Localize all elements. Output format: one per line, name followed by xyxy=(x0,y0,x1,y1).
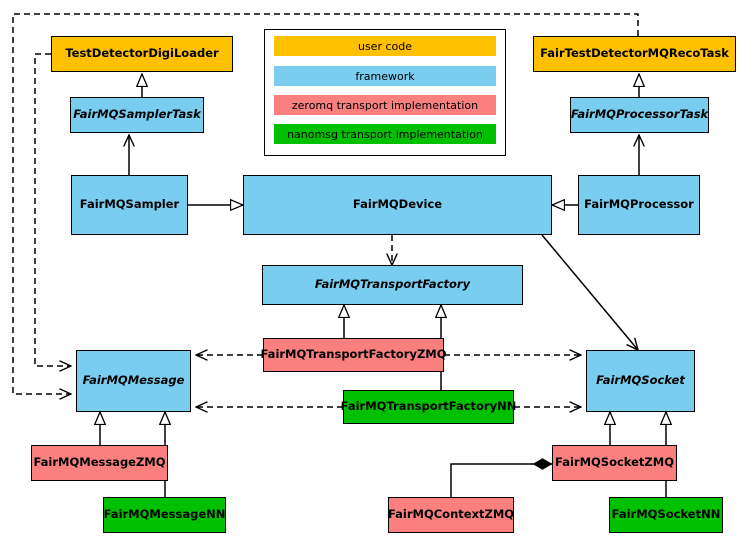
edge-device-socket xyxy=(541,234,638,350)
legend-item-framework: framework xyxy=(274,66,496,86)
class-node-fairmqcontextzmq[interactable]: FairMQContextZMQ xyxy=(388,497,514,533)
class-node-fairmqtransportfactory[interactable]: FairMQTransportFactory xyxy=(262,265,523,305)
class-node-fairmqmessage[interactable]: FairMQMessage xyxy=(76,350,191,412)
legend-label-user-code: user code xyxy=(357,39,413,53)
class-label: FairMQSampler xyxy=(79,197,180,212)
class-label: FairMQTransportFactoryNN xyxy=(340,399,517,414)
class-label: FairMQDevice xyxy=(352,197,443,212)
class-label: FairMQMessageZMQ xyxy=(33,455,166,470)
edge-digiloader-message xyxy=(34,53,71,366)
class-label: FairMQProcessor xyxy=(584,197,694,212)
class-label: FairMQTransportFactory xyxy=(314,277,471,292)
class-node-fairmqprocessortask[interactable]: FairMQProcessorTask xyxy=(570,97,709,133)
class-label: FairMQContextZMQ xyxy=(387,507,515,522)
class-node-fairmqsampler[interactable]: FairMQSampler xyxy=(71,175,188,235)
class-label: FairMQMessageNN xyxy=(103,507,226,522)
class-node-fairmqmessagezmq[interactable]: FairMQMessageZMQ xyxy=(31,445,168,481)
class-label: FairTestDetectorMQRecoTask xyxy=(540,46,729,61)
class-node-testdetectordigiloader[interactable]: TestDetectorDigiLoader xyxy=(51,36,233,72)
class-label: FairMQSocketNN xyxy=(611,507,721,522)
legend-item-zeromq: zeromq transport implementation xyxy=(274,95,496,115)
class-label: FairMQTransportFactoryZMQ xyxy=(260,347,447,362)
edge-contextzmq-socketzmq xyxy=(450,464,552,497)
legend-label-zeromq: zeromq transport implementation xyxy=(291,98,479,112)
class-label: FairMQSocket xyxy=(596,373,685,388)
class-node-fairmqdevice[interactable]: FairMQDevice xyxy=(243,175,552,235)
legend-item-nanomsg: nanomsg transport implementation xyxy=(274,124,496,144)
legend-item-user-code: user code xyxy=(274,36,496,56)
class-node-fairmqsocket[interactable]: FairMQSocket xyxy=(586,350,695,412)
class-node-fairmqsocketnn[interactable]: FairMQSocketNN xyxy=(609,497,723,533)
class-node-fairmqmessagenn[interactable]: FairMQMessageNN xyxy=(103,497,226,533)
class-node-fairmqprocessor[interactable]: FairMQProcessor xyxy=(578,175,700,235)
class-label: TestDetectorDigiLoader xyxy=(65,46,219,61)
class-node-fairmqtransportfactorynn[interactable]: FairMQTransportFactoryNN xyxy=(340,390,517,424)
class-label: FairMQSocketZMQ xyxy=(555,455,674,470)
class-node-fairtestdetectormqrecotask[interactable]: FairTestDetectorMQRecoTask xyxy=(533,36,736,72)
class-label: FairMQSamplerTask xyxy=(73,107,201,122)
legend-label-framework: framework xyxy=(355,69,415,83)
class-label: FairMQProcessorTask xyxy=(570,107,709,122)
class-node-fairmqtransportfactoryzmq[interactable]: FairMQTransportFactoryZMQ xyxy=(260,338,447,372)
class-label: FairMQMessage xyxy=(82,373,185,388)
class-node-fairmqsamplertask[interactable]: FairMQSamplerTask xyxy=(70,97,204,133)
legend-label-nanomsg: nanomsg transport implementation xyxy=(287,127,483,141)
class-node-fairmqsocketzmq[interactable]: FairMQSocketZMQ xyxy=(552,445,677,481)
